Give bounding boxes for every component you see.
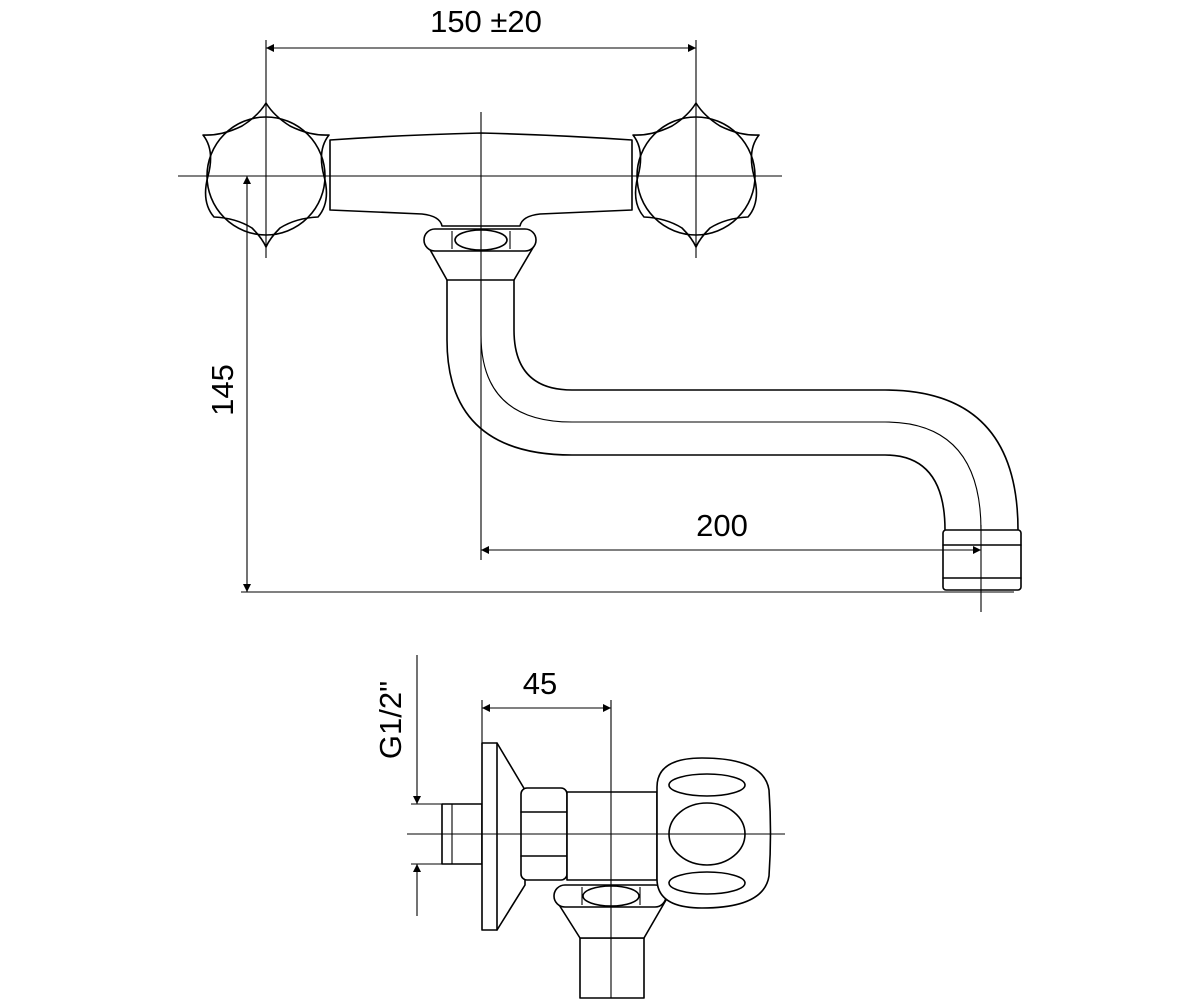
front-view: 150 ±20 145 200	[178, 4, 1022, 612]
dimension-body-depth: 45	[482, 666, 611, 712]
bottom-swivel-fitting	[553, 884, 667, 999]
dimension-label-thread-size: G1/2"	[373, 681, 408, 759]
dimension-label-spout-height: 145	[205, 364, 240, 416]
dimension-label-spout-reach: 200	[696, 508, 748, 543]
dimension-label-body-depth: 45	[523, 666, 557, 701]
spout-aerator	[942, 529, 1022, 591]
dimension-handle-spacing: 150 ±20	[266, 4, 696, 52]
dimension-spout-reach: 200	[481, 508, 981, 554]
spout-swivel-fitting	[423, 228, 537, 281]
side-handle	[656, 757, 772, 909]
dimension-label-handle-spacing: 150 ±20	[430, 4, 542, 39]
spout-pipe	[446, 278, 1019, 531]
front-center-lines	[178, 40, 982, 612]
dimension-spout-height: 145	[205, 176, 1014, 593]
side-view: G1/2" 45	[373, 655, 785, 999]
valve-body	[566, 791, 658, 881]
wall-flange	[481, 742, 526, 931]
dimension-thread-size: G1/2"	[373, 655, 442, 916]
